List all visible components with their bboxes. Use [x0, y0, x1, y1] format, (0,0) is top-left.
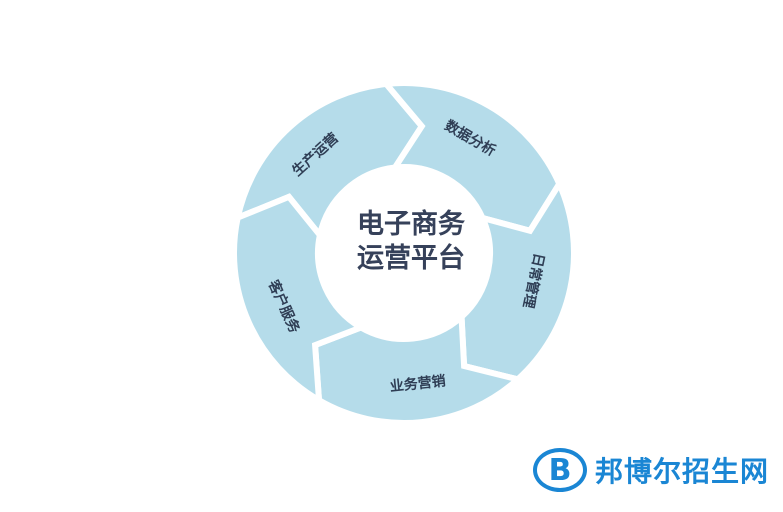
ring-segment [231, 193, 368, 406]
logo-text: 邦博尔招生网 [595, 455, 770, 488]
center-title-line-1: 电子商务 [357, 209, 465, 240]
logo-badge-icon: B [533, 448, 587, 492]
watermark-logo: B 邦博尔招生网 [533, 444, 769, 496]
center-title-line-2: 运营平台 [357, 243, 465, 274]
ring-segment-label: 业务营销 [389, 372, 446, 395]
center-title: 电子商务 运营平台 [326, 208, 496, 276]
